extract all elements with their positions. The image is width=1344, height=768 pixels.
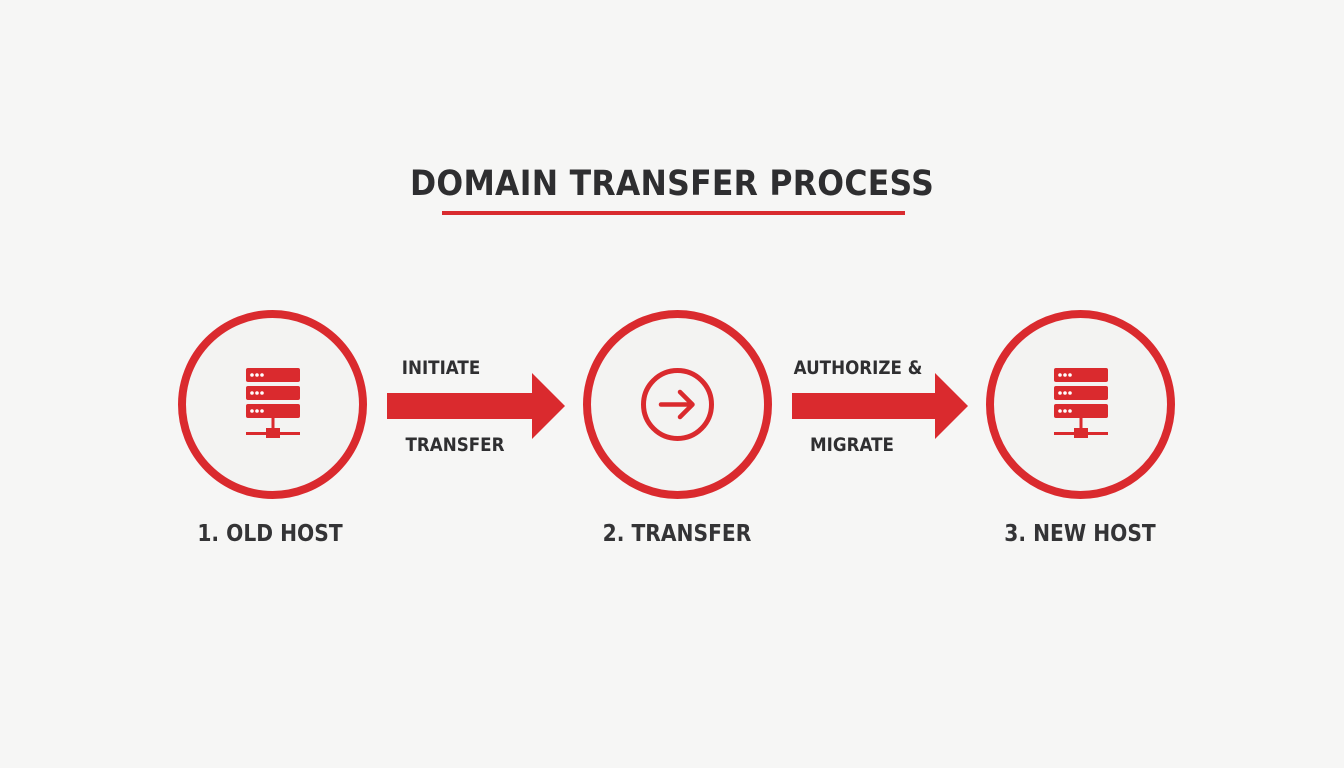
server-icon: [246, 368, 300, 438]
step-label-transfer: 2. TRANSFER: [602, 521, 752, 547]
arrow-2-label-top: AUTHORIZE &: [793, 357, 923, 379]
step-node-old-host: [178, 310, 367, 499]
step-node-transfer: [583, 310, 772, 499]
arrow-1-label-bottom: TRANSFER: [405, 434, 505, 456]
diagram-title: DOMAIN TRANSFER PROCESS: [409, 164, 935, 204]
server-icon: [1054, 368, 1108, 438]
step-node-new-host: [986, 310, 1175, 499]
arrow-right-icon: [792, 373, 968, 439]
arrow-circle-icon: [641, 368, 714, 441]
arrow-1-label-top: INITIATE: [401, 357, 481, 379]
arrow-2-label-bottom: MIGRATE: [810, 434, 894, 456]
step-label-old-host: 1. OLD HOST: [197, 521, 343, 547]
step-label-new-host: 3. NEW HOST: [1004, 521, 1156, 547]
title-underline: [442, 211, 905, 215]
arrow-right-icon: [387, 373, 565, 439]
